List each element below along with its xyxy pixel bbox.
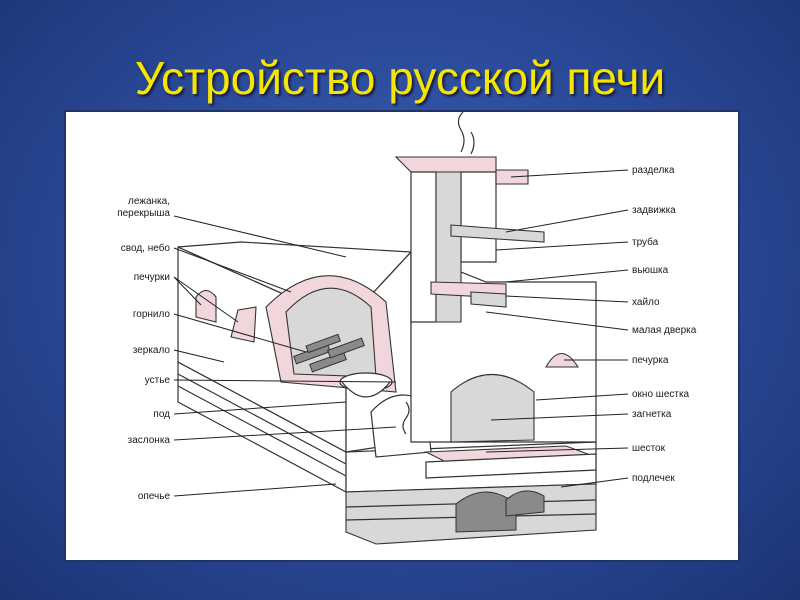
label-podlechek: подлечек <box>632 473 675 484</box>
label-khaylo: хайло <box>632 297 660 308</box>
smoke-wisp-1 <box>457 112 465 153</box>
label-pod: под <box>153 409 170 420</box>
label-zerkalo: зеркало <box>133 345 171 356</box>
zadvizhka-plate <box>450 224 545 243</box>
chimney-cap <box>394 156 497 173</box>
diagram-panel: лежанка, перекрыша свод, небо печурки го… <box>64 110 740 562</box>
pechurka-left <box>195 289 217 323</box>
label-ustye: устье <box>145 375 171 386</box>
podlechek-opening-2 <box>505 490 545 517</box>
label-truba: труба <box>632 236 659 248</box>
label-zadvizhka: задвижка <box>632 205 676 216</box>
label-perekrysha: перекрыша <box>117 208 170 219</box>
pot-body <box>341 381 391 398</box>
label-svod: свод, небо <box>121 242 171 254</box>
vyushka <box>470 291 507 308</box>
stove-illustration <box>177 112 597 545</box>
shestok-edge <box>425 453 597 479</box>
chimney-flue <box>435 171 462 323</box>
chimney-left <box>410 171 437 323</box>
label-vyushka: вьюшка <box>632 265 669 276</box>
label-shestok: шесток <box>632 443 666 454</box>
label-pechurki: печурки <box>134 272 170 283</box>
label-pechurka: печурка <box>632 355 669 366</box>
pechurka-right <box>545 352 579 368</box>
gornilo-opening <box>230 306 257 343</box>
label-razdelka: разделка <box>632 165 675 176</box>
label-opechye: опечье <box>138 491 171 502</box>
stove-diagram: лежанка, перекрыша свод, небо печурки го… <box>117 112 697 545</box>
smoke-wisp-2 <box>470 131 475 155</box>
label-gornilo: горнило <box>133 309 171 320</box>
okno-shestka <box>450 374 535 443</box>
slide-title: Устройство русской печи <box>134 52 666 104</box>
label-zagnetka: загнетка <box>632 409 672 420</box>
label-zaslonka: заслонка <box>128 435 171 446</box>
zaslonka-handle <box>402 401 410 435</box>
label-malaya-dverka: малая дверка <box>632 325 697 336</box>
label-lezhanka: лежанка, <box>128 196 170 207</box>
firewood <box>293 333 365 373</box>
label-okno-shestka: окно шестка <box>632 389 690 400</box>
chimney-right <box>460 171 497 263</box>
leader-lines <box>173 169 629 497</box>
